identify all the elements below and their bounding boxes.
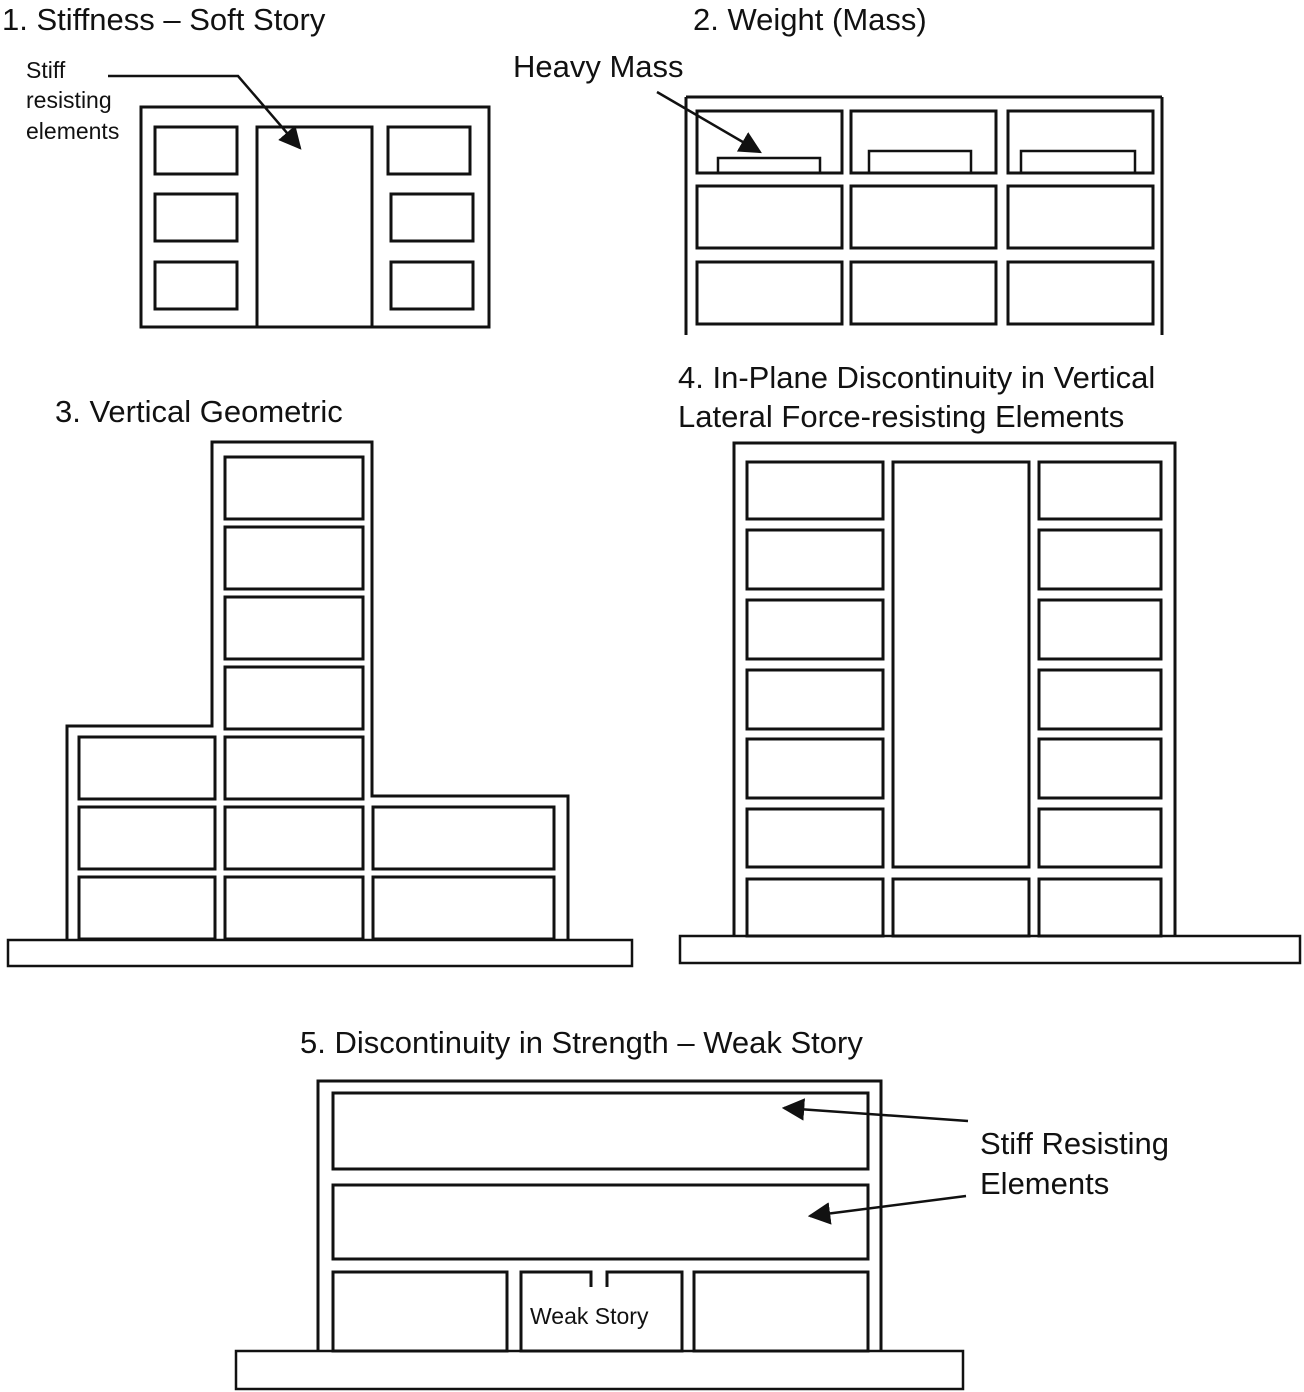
panel-3-room <box>223 665 365 731</box>
panel-1-window <box>389 260 475 311</box>
panel-4-room <box>745 528 885 591</box>
panel-4-room <box>745 737 885 800</box>
panel-5-room <box>331 1270 509 1353</box>
panel-3-room <box>223 735 365 801</box>
panel-4-room <box>1037 807 1163 869</box>
panel-1-frame <box>139 105 491 329</box>
panel-2-weight-mass: 2. Weight (Mass) Heavy Mass <box>513 2 1164 335</box>
panel-5-weak-story: 5. Discontinuity in Strength – Weak Stor… <box>234 1025 1169 1391</box>
panel-4-room <box>745 668 885 731</box>
panel-1-callout-line-3: elements <box>26 118 119 144</box>
panel-2-callout-leader <box>656 90 762 154</box>
panel-2-heavy-mass <box>716 156 822 175</box>
panel-3-room <box>77 805 217 871</box>
panel-1-window <box>389 192 475 243</box>
panel-4-room <box>1037 528 1163 591</box>
panel-4-frame <box>732 441 1177 936</box>
panel-5-callout-line-2: Elements <box>980 1166 1109 1201</box>
panel-3-room <box>223 455 365 521</box>
panel-1-stiff-element <box>255 125 374 329</box>
panel-2-room <box>1006 260 1155 326</box>
panel-4-room <box>891 877 1031 938</box>
panel-3-room <box>77 875 217 941</box>
panel-5-callout-leader-lower <box>807 1194 967 1225</box>
panel-2-room <box>849 109 998 175</box>
panel-2-room <box>1006 184 1155 250</box>
panel-4-ground <box>678 934 1302 965</box>
panel-5-frame <box>316 1079 883 1351</box>
panel-4-room <box>745 460 885 521</box>
panel-5-stiff-element <box>331 1183 870 1261</box>
panel-4-title-line-2: Lateral Force-resisting Elements <box>678 399 1124 434</box>
panel-5-stiff-element <box>331 1091 870 1171</box>
panel-5-title: 5. Discontinuity in Strength – Weak Stor… <box>300 1025 863 1060</box>
panel-4-room <box>1037 737 1163 800</box>
panel-1-window <box>153 192 239 243</box>
panel-5-callout-leader-upper <box>781 1098 969 1123</box>
panel-1-callout-leader <box>108 74 302 150</box>
panel-3-room <box>371 805 556 871</box>
panel-4-in-plane-discontinuity: 4. In-Plane Discontinuity in Vertical La… <box>678 360 1302 965</box>
panel-3-title: 3. Vertical Geometric <box>55 394 343 429</box>
panel-5-ground <box>234 1349 965 1391</box>
panel-1-window <box>386 125 472 176</box>
panel-4-room <box>745 877 885 938</box>
panel-1-callout-line-1: Stiff <box>26 57 66 83</box>
panel-4-room <box>745 807 885 869</box>
panel-2-heavy-mass <box>1019 149 1137 175</box>
panel-1-title: 1. Stiffness – Soft Story <box>2 2 326 37</box>
panel-4-title-line-1: 4. In-Plane Discontinuity in Vertical <box>678 360 1155 395</box>
panel-4-room <box>745 598 885 661</box>
panel-3-room <box>223 525 365 591</box>
panel-5-callout-line-1: Stiff Resisting <box>980 1126 1169 1161</box>
panel-4-room <box>1037 877 1163 938</box>
panel-2-room <box>849 260 998 326</box>
panel-2-room <box>695 184 844 250</box>
panel-5-weak-story-label: Weak Story <box>530 1303 649 1329</box>
panel-3-vertical-geometric: 3. Vertical Geometric <box>6 394 634 968</box>
panel-3-ground <box>6 938 634 968</box>
panel-2-heavy-mass <box>867 149 973 175</box>
panel-2-room <box>1006 109 1155 175</box>
panel-2-room <box>695 260 844 326</box>
panel-1-window <box>153 125 239 176</box>
panel-3-room <box>223 875 365 941</box>
panel-3-room <box>223 595 365 661</box>
panel-4-room <box>1037 668 1163 731</box>
panel-3-room <box>371 875 556 941</box>
panel-3-room <box>223 805 365 871</box>
panel-1-window <box>153 260 239 311</box>
panel-2-room <box>849 184 998 250</box>
panel-4-room <box>1037 598 1163 661</box>
panel-4-stiff-element <box>891 460 1031 869</box>
panel-1-soft-story: 1. Stiffness – Soft Story Stiff resistin… <box>2 2 491 329</box>
panel-4-room <box>1037 460 1163 521</box>
panel-2-title: 2. Weight (Mass) <box>693 2 927 37</box>
panel-5-room <box>692 1270 870 1353</box>
panel-1-callout-line-2: resisting <box>26 87 112 113</box>
panel-2-callout: Heavy Mass <box>513 49 684 84</box>
panel-3-room <box>77 735 217 801</box>
panel-3-frame <box>65 440 570 940</box>
